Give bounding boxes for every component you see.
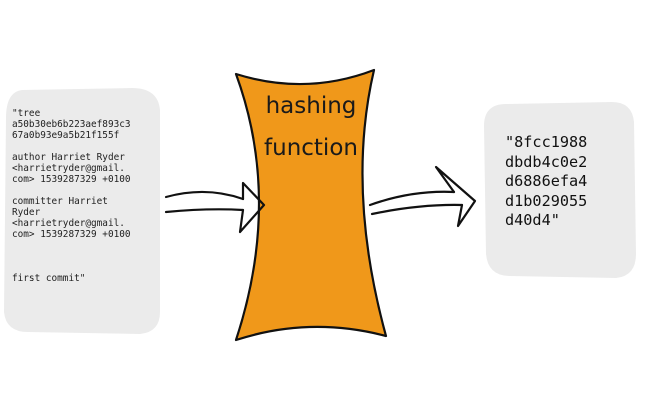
hashing-label: hashing: [265, 93, 357, 119]
input-line: 67a0b93e9a5b21f155f: [12, 130, 120, 141]
input-commit-text: "tree a50b30eb6b223aef893c3 67a0b93e9a5b…: [12, 108, 160, 284]
input-line: "tree: [12, 108, 41, 119]
input-line: author Harriet Ryder: [12, 152, 125, 163]
output-box: [484, 102, 636, 278]
input-line: com> 1539287329 +0100: [12, 229, 131, 240]
input-arrow: [164, 181, 266, 234]
function-label: function: [264, 135, 358, 161]
output-line: d1b029055: [505, 191, 588, 210]
input-line: first commit": [12, 273, 86, 284]
input-line: a50b30eb6b223aef893c3: [12, 119, 131, 130]
input-line: <harrietryder@gmail.: [12, 163, 125, 174]
input-blank-line: [12, 141, 160, 152]
output-line: "8fcc1988: [505, 133, 588, 151]
output-arrow: [368, 165, 477, 228]
input-blank-line: [12, 240, 160, 251]
input-blank-line: [12, 251, 160, 262]
input-line: Ryder: [12, 207, 41, 218]
input-box: [4, 88, 160, 334]
output-line: dbdb4c0e2: [505, 152, 588, 171]
input-line: com> 1539287329 +0100: [12, 174, 131, 185]
input-blank-line: [12, 262, 160, 273]
output-hash-text: "8fcc1988 dbdb4c0e2 d6886efa4 d1b029055 …: [505, 133, 625, 231]
input-line: <harrietryder@gmail.: [12, 218, 125, 229]
output-line: d40d4": [505, 211, 560, 229]
input-line: committer Harriet: [12, 196, 108, 207]
hashing-function-shape: [234, 68, 388, 342]
output-line: d6886efa4: [505, 172, 588, 190]
input-blank-line: [12, 185, 160, 196]
